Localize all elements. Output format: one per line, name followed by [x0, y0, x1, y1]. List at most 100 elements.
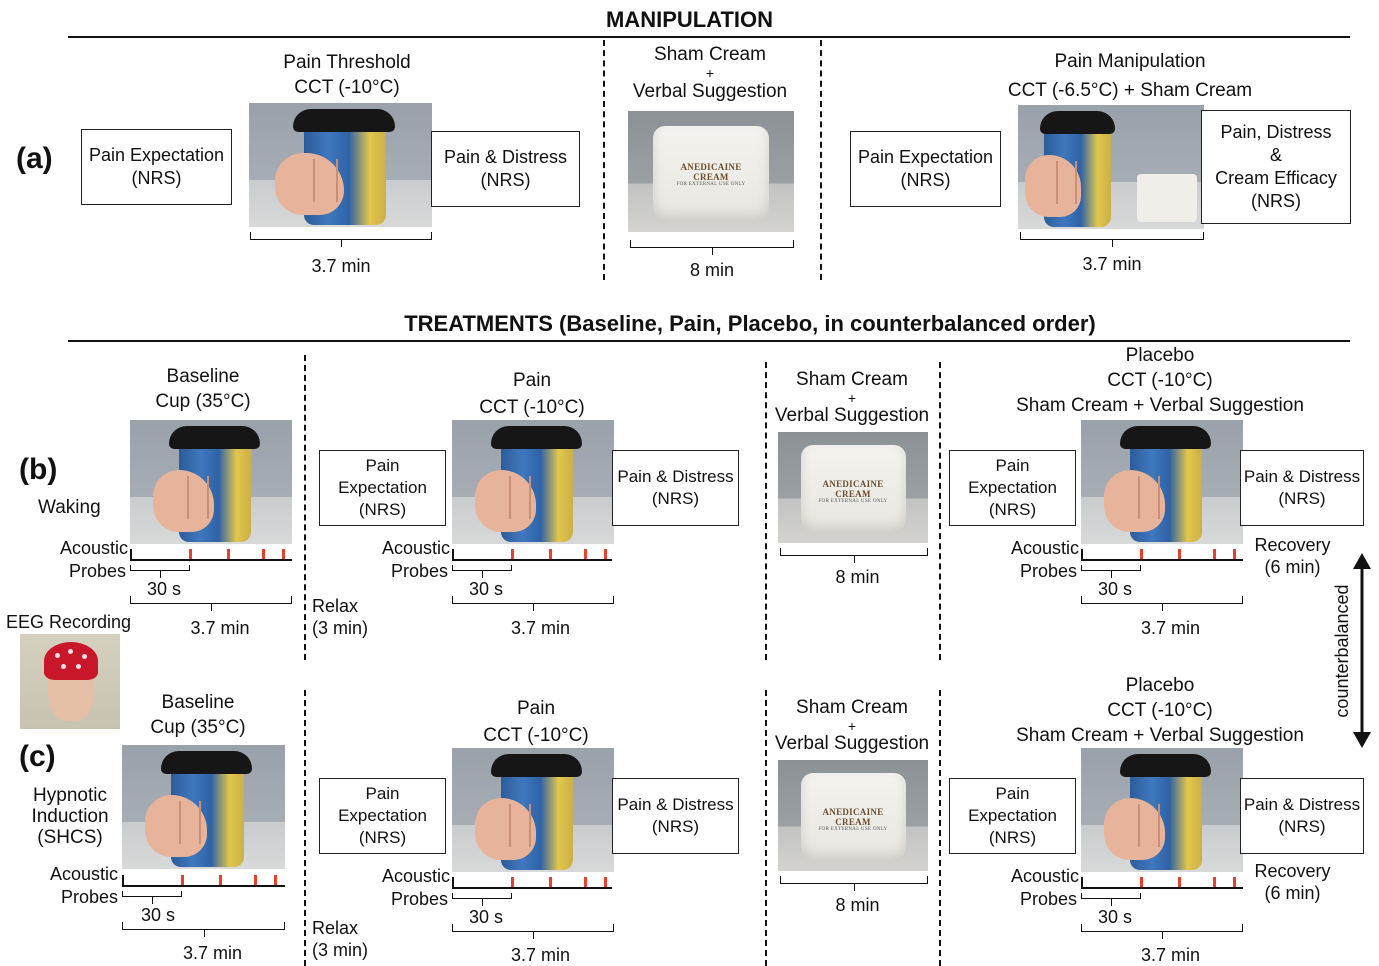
counterbalanced-arrow-icon [1353, 553, 1371, 748]
pain-distress-box-c2: Pain & Distress(NRS) [1240, 778, 1364, 854]
pain-expectation-box-b2: Pain Expectation(NRS) [949, 450, 1076, 526]
duration-bracket-a1 [250, 232, 432, 247]
recovery-label-b: Recovery(6 min) [1254, 535, 1331, 577]
probe-tick [181, 875, 184, 885]
duration-label-a3: 3.7 min [1082, 254, 1142, 274]
bracket-30s-b3 [1081, 565, 1141, 578]
treatments-divider [68, 340, 1350, 342]
eeg-cap-photo [20, 634, 120, 729]
pain-threshold-title: Pain Threshold CCT (-10°C) [247, 50, 447, 100]
sham-title-c: Sham Cream + Verbal Suggestion [774, 697, 930, 754]
counterbalanced-label: counterbalanced [1332, 584, 1352, 718]
label-37-c1: 3.7 min [182, 943, 243, 963]
bracket-37-c1 [122, 922, 285, 937]
probe-tick [1213, 877, 1216, 887]
waking-label: Waking [38, 497, 101, 518]
probe-tick [511, 877, 514, 887]
pain-distress-box-a1: Pain & Distress(NRS) [431, 131, 580, 207]
probe-axis-c3 [1081, 877, 1243, 889]
label-30s-c3: 30 s [1097, 907, 1133, 927]
probe-tick [254, 875, 257, 885]
bracket-37-c3 [1081, 924, 1243, 939]
divider-dashed-c2 [765, 690, 767, 966]
bracket-30s-c2 [452, 893, 512, 906]
label-37-b3: 3.7 min [1140, 618, 1201, 638]
pain-distress-box-b2: Pain & Distress(NRS) [1240, 450, 1364, 526]
cup-photo-placebo-c [1081, 748, 1243, 872]
pain-distress-box-c1: Pain & Distress(NRS) [612, 778, 739, 854]
probe-tick [1140, 877, 1143, 887]
divider-dashed-a1 [603, 40, 605, 280]
probe-tick [549, 549, 552, 559]
probe-tick [274, 875, 277, 885]
relax-label-b: Relax(3 min) [312, 596, 369, 638]
bracket-30s-b1 [130, 565, 190, 578]
divider-dashed-a2 [820, 40, 822, 280]
bracket-37-c2 [452, 924, 614, 939]
pain-expectation-box-c2: Pain Expectation(NRS) [949, 778, 1076, 854]
divider-dashed-b1 [304, 355, 306, 660]
pain-expectation-box-b1: Pain Expectation(NRS) [319, 450, 446, 526]
probe-axis-c2 [452, 877, 612, 889]
duration-label-a1: 3.7 min [311, 256, 371, 276]
pain-expectation-box-c1: Pain Expectation(NRS) [319, 778, 446, 854]
probe-tick [549, 877, 552, 887]
cup-photo-threshold [249, 103, 432, 227]
bracket-37-b3 [1081, 596, 1243, 611]
divider-dashed-c1 [304, 690, 306, 966]
cup-cream-photo-manipulation [1018, 105, 1204, 229]
duration-bracket-a2 [630, 240, 794, 255]
pain-expectation-box-a2: Pain Expectation(NRS) [850, 131, 1001, 207]
probe-tick [262, 549, 265, 559]
sham-cream-title-a: Sham Cream + Verbal Suggestion [632, 44, 788, 102]
pain-distress-efficacy-box: Pain, Distress & Cream Efficacy (NRS) [1201, 110, 1351, 224]
bracket-8-c [780, 876, 928, 891]
panel-label-a: (a) [16, 142, 53, 175]
bracket-37-b2 [452, 596, 614, 611]
probe-tick [1233, 549, 1236, 559]
probe-tick [1213, 549, 1216, 559]
probe-tick [282, 549, 285, 559]
label-37-c3: 3.7 min [1140, 945, 1201, 965]
probe-tick [1140, 549, 1143, 559]
sham-title-b: Sham Cream + Verbal Suggestion [774, 369, 930, 426]
label-37-b2: 3.7 min [510, 618, 571, 638]
treatments-header: TREATMENTS (Baseline, Pain, Placebo, in … [404, 311, 1096, 336]
duration-label-a2: 8 min [689, 260, 734, 280]
probe-tick [1233, 877, 1236, 887]
duration-bracket-a3 [1020, 232, 1204, 247]
probe-tick [219, 875, 222, 885]
cup-photo-placebo-b [1081, 420, 1243, 544]
label-30s-b3: 30 s [1097, 579, 1133, 599]
probe-tick [584, 549, 587, 559]
probe-tick [1178, 549, 1181, 559]
divider-dashed-b3 [939, 362, 941, 660]
panel-label-b: (b) [19, 453, 58, 486]
relax-label-c: Relax(3 min) [312, 918, 369, 960]
pain-distress-box-b1: Pain & Distress(NRS) [612, 450, 739, 526]
divider-dashed-c3 [939, 690, 941, 966]
probe-tick [604, 549, 607, 559]
pain-expectation-box-a1: Pain Expectation(NRS) [81, 129, 232, 205]
probe-tick [227, 549, 230, 559]
bracket-8-b [780, 548, 928, 563]
manipulation-header: MANIPULATION [605, 7, 774, 32]
probe-tick [604, 877, 607, 887]
probe-tick [584, 877, 587, 887]
label-8-b: 8 min [835, 567, 880, 587]
pain-threshold-label: Pain Threshold [283, 52, 411, 73]
cup-photo-pain-b [452, 420, 614, 544]
label-37-b1: 3.7 min [190, 618, 250, 638]
